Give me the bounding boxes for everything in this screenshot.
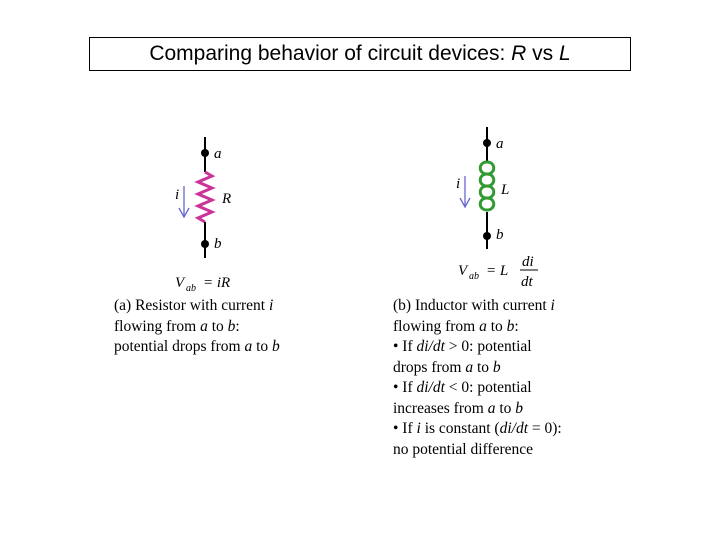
caption-text: to <box>486 317 507 335</box>
inductor-current-label: i <box>456 176 460 192</box>
resistor-eq-v: V <box>175 275 186 291</box>
caption-text: • If <box>393 420 417 437</box>
caption-line: increases from a to b <box>393 399 562 420</box>
title-vs: vs <box>526 42 559 65</box>
caption-line: drops from a to b <box>393 358 562 379</box>
caption-text: < 0: potential <box>444 379 532 396</box>
caption-text: b <box>272 338 280 355</box>
inductor-coil <box>478 160 496 212</box>
resistor-circuit: a b R i V ab = iR <box>175 137 231 294</box>
caption-line: flowing from a to b: <box>114 317 280 338</box>
inductor-eq-denominator: dt <box>521 274 534 290</box>
inductor-eq-numerator: di <box>522 254 534 270</box>
caption-text: a <box>244 338 253 355</box>
inductor-eq-v: V <box>458 263 469 279</box>
caption-text: drops from <box>393 358 466 376</box>
caption-text: b <box>506 317 515 335</box>
caption-text: i <box>268 297 274 314</box>
inductor-circuit: a b L i V ab = L di dt <box>456 127 538 290</box>
title-prefix: Comparing behavior of circuit devices: <box>149 42 512 65</box>
caption-text: di/dt <box>416 379 445 396</box>
caption-text: : <box>235 317 240 335</box>
resistor-eq-sub: ab <box>186 283 196 294</box>
inductor-label-b: b <box>496 227 504 243</box>
caption-text: b <box>492 358 501 376</box>
caption-text: to <box>473 358 493 376</box>
caption-text: a <box>465 358 474 376</box>
resistor-current-label: i <box>175 187 179 203</box>
caption-line: no potential difference <box>393 440 562 461</box>
inductor-node-a <box>483 139 491 147</box>
caption-line: • If i is constant (di/dt = 0): <box>393 419 562 440</box>
resistor-current-arrow <box>178 186 190 219</box>
caption-text: di/dt <box>499 420 529 437</box>
inductor-eq-sub: ab <box>469 271 479 282</box>
caption-text: : <box>514 317 519 335</box>
caption-text: a <box>479 317 487 335</box>
caption-text: a <box>487 399 496 417</box>
caption-text: • If <box>393 338 417 355</box>
resistor-label-r: R <box>221 191 231 207</box>
title-symbol-l: L <box>559 42 571 65</box>
caption-text: to <box>207 317 228 335</box>
caption-text: is constant ( <box>420 420 500 437</box>
inductor-current-arrow <box>459 176 471 209</box>
slide-title: Comparing behavior of circuit devices: R… <box>89 37 631 71</box>
caption-line: • If di/dt < 0: potential <box>393 378 562 399</box>
caption-text: flowing from <box>114 317 201 335</box>
caption-text: • If <box>393 379 417 396</box>
caption-text: to <box>495 399 516 417</box>
resistor-label-a: a <box>214 146 222 162</box>
caption-text: = 0): <box>528 420 562 437</box>
inductor-node-b <box>483 232 491 240</box>
caption-text: (b) Inductor with current <box>393 297 551 314</box>
caption-text: i <box>416 420 421 437</box>
resistor-zigzag <box>194 170 216 224</box>
resistor-node-a <box>201 149 209 157</box>
caption-text: i <box>550 297 555 314</box>
caption-text: no potential difference <box>393 440 534 458</box>
title-symbol-r: R <box>511 42 527 65</box>
inductor-label-l: L <box>500 182 509 198</box>
inductor-label-a: a <box>496 136 504 152</box>
caption-text: b <box>515 399 523 417</box>
caption-text: > 0: potential <box>444 338 532 355</box>
resistor-eq-rhs: = iR <box>203 275 230 291</box>
caption-text: di/dt <box>416 338 445 355</box>
caption-text: increases from <box>393 399 488 417</box>
caption-text: potential drops from <box>114 338 245 355</box>
inductor-eq-rhs: = L <box>486 263 508 279</box>
caption-text: flowing from <box>393 317 480 335</box>
caption-line: • If di/dt > 0: potential <box>393 337 562 358</box>
caption-line: flowing from a to b: <box>393 317 562 338</box>
resistor-label-b: b <box>214 236 222 252</box>
caption-line: (b) Inductor with current i <box>393 296 562 317</box>
caption-text: a <box>200 317 208 335</box>
resistor-node-b <box>201 240 209 248</box>
caption-text: b <box>227 317 236 335</box>
caption-text: to <box>252 338 272 355</box>
caption-line: (a) Resistor with current i <box>114 296 280 317</box>
caption-text: (a) Resistor with current <box>114 297 269 314</box>
caption-line: potential drops from a to b <box>114 337 280 358</box>
